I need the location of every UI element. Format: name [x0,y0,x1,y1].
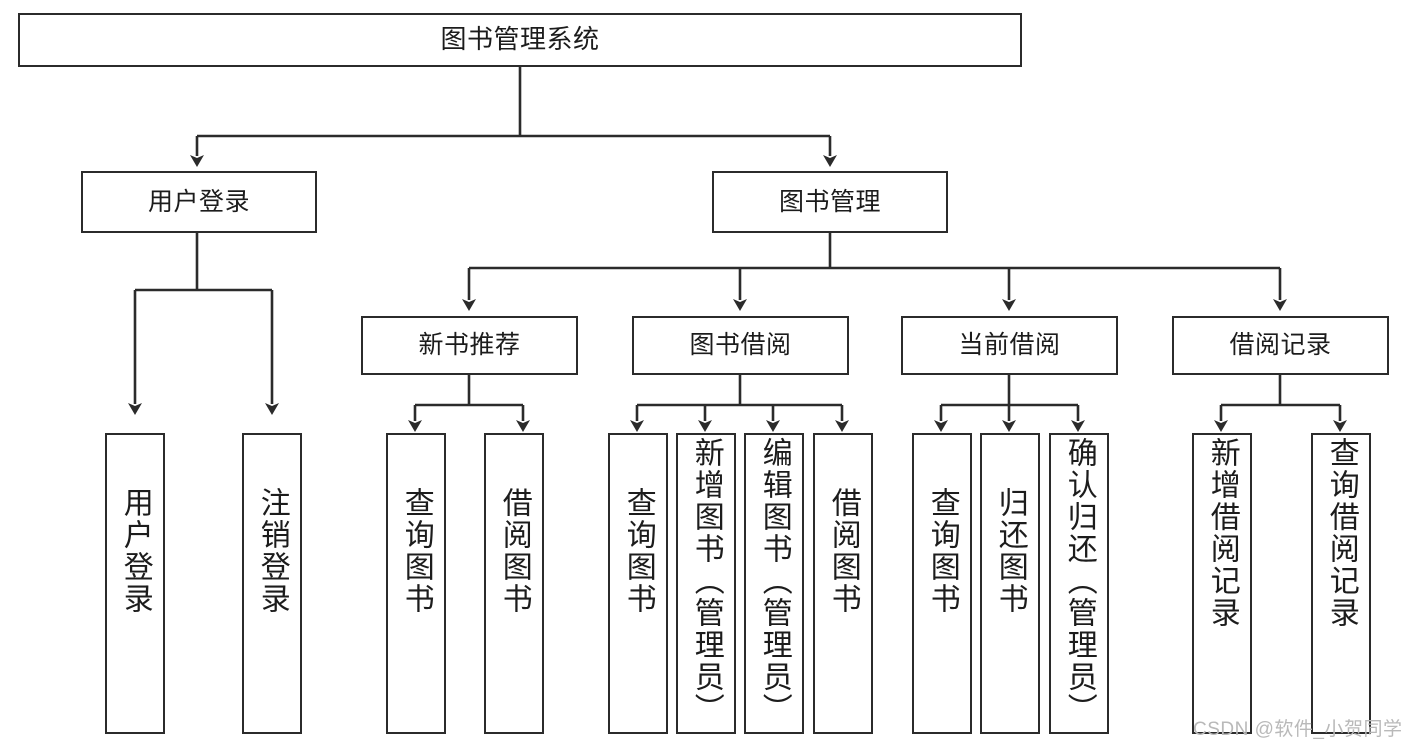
leaf-label: 归还图书 [993,487,1027,615]
leaf-query-book-borrow[interactable]: 查询图书 [608,433,668,734]
node-user-login[interactable]: 用户登录 [81,171,317,233]
node-current-borrow[interactable]: 当前借阅 [901,316,1118,375]
node-label: 当前借阅 [958,331,1061,360]
node-label: 图书管理 [778,187,881,216]
leaf-query-borrow-record[interactable]: 查询借阅记录 [1311,433,1371,734]
leaf-user-login[interactable]: 用户登录 [105,433,165,734]
leaf-user-logout[interactable]: 注销登录 [242,433,302,734]
leaf-label: 借阅图书 [826,487,860,615]
node-book-borrow[interactable]: 图书借阅 [632,316,849,375]
leaf-label: 查询图书 [399,487,433,615]
node-label: 图书管理系统 [440,24,600,55]
leaf-borrow-book[interactable]: 借阅图书 [813,433,873,734]
leaf-label: 确认归还（管理员） [1062,437,1096,725]
node-label: 借阅记录 [1229,331,1332,360]
leaf-return-book[interactable]: 归还图书 [980,433,1040,734]
node-book-management[interactable]: 图书管理 [712,171,948,233]
leaf-label: 查询图书 [925,487,959,615]
leaf-label: 新增借阅记录 [1205,437,1239,629]
leaf-label: 编辑图书（管理员） [757,437,791,725]
leaf-add-borrow-record[interactable]: 新增借阅记录 [1192,433,1252,734]
node-label: 用户登录 [147,187,250,216]
node-new-book-recommend[interactable]: 新书推荐 [361,316,578,375]
leaf-edit-book-admin[interactable]: 编辑图书（管理员） [744,433,804,734]
leaf-label: 注销登录 [255,487,289,615]
leaf-label: 查询图书 [621,487,655,615]
leaf-query-book-current[interactable]: 查询图书 [912,433,972,734]
leaf-label: 新增图书（管理员） [689,437,723,725]
leaf-label: 查询借阅记录 [1324,437,1358,629]
node-label: 图书借阅 [689,331,792,360]
leaf-query-book-recommend[interactable]: 查询图书 [386,433,446,734]
leaf-borrow-book-recommend[interactable]: 借阅图书 [484,433,544,734]
node-borrow-record[interactable]: 借阅记录 [1172,316,1389,375]
node-book-management-system[interactable]: 图书管理系统 [18,13,1022,67]
leaf-label: 借阅图书 [497,487,531,615]
leaf-label: 用户登录 [118,487,152,615]
node-label: 新书推荐 [418,331,521,360]
watermark: CSDN @软件_小贺同学 [1193,719,1403,740]
leaf-add-book-admin[interactable]: 新增图书（管理员） [676,433,736,734]
leaf-confirm-return-admin[interactable]: 确认归还（管理员） [1049,433,1109,734]
